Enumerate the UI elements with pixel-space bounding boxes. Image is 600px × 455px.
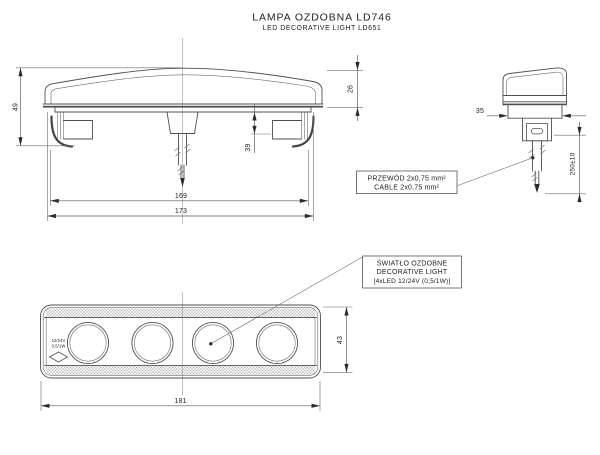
marking-voltage: 12/24V [52,338,66,343]
title-line-1: LAMPA OZDOBNA LD746 [252,12,391,24]
dimension-body-depth: 39 [245,104,271,153]
led-lens-2 [131,321,174,365]
front-lens-inner-line [50,74,316,104]
side-gasket-band [503,103,567,106]
dimension-side-width: 35 [476,108,586,118]
lamp-markings: 12/24V 0,5/1W [48,338,69,363]
side-lens-inner-line [506,71,564,96]
light-callout-box [362,255,462,289]
cable-callout-line-1: PRZEWÓD 2x0,75 mm² [368,173,447,182]
cable-leader-line [456,157,533,187]
side-lens-outline [502,67,567,96]
side-cable-tip [534,184,540,193]
cable-callout: PRZEWÓD 2x0,75 mm² CABLE 2x0,75 mm² [356,157,533,194]
light-callout-line-1: ŚWIATŁO OZDOBNE [377,258,448,267]
dim-label-43: 43 [337,336,344,344]
dimension-bottom-width: 181 [40,381,321,411]
drawing-title: LAMPA OZDOBNA LD746 LED DECORATIVE LIGHT… [252,12,391,33]
dim-label-39: 39 [245,143,252,151]
led-lens-3 [191,321,235,365]
front-left-mounting-clip [50,112,93,148]
light-callout: ŚWIATŁO OZDOBNE DECORATIVE LIGHT [4xLED … [210,255,462,345]
dimension-overall-width: 173 [47,112,314,221]
led-lens-4 [255,321,299,365]
dimension-cable-length: 250±10 [545,122,586,203]
dimension-front-height: 49 [12,67,183,147]
dim-label-35: 35 [476,108,484,115]
dimension-bottom-height: 43 [323,306,353,373]
front-right-mounting-clip [272,112,315,148]
dimension-mounting-width: 169 [49,150,309,206]
brand-logo-diamond-icon [48,351,69,363]
cable-callout-line-2: CABLE 2x0,75 mm² [374,185,440,192]
bottom-housing-inner-outline [42,307,319,376]
led-lens-1 [66,321,110,365]
dim-label-49: 49 [12,103,19,111]
side-connector-slot [531,128,543,135]
dim-label-169: 169 [175,193,187,200]
bottom-bottom-knurled-band [46,365,315,375]
bottom-view: 12/24V 0,5/1W 43 181 [40,292,353,411]
light-leader-dot [209,342,213,346]
light-leader-line [210,256,363,345]
front-cable-tip [180,178,185,187]
dim-label-26: 26 [348,85,355,93]
dim-label-181: 181 [174,398,186,405]
side-cable [528,140,546,193]
front-view: 49 26 39 169 [12,38,363,224]
light-callout-line-3: [4xLED 12/24V (0,5/1W)] [374,278,451,285]
light-callout-line-2: DECORATIVE LIGHT [377,269,448,276]
dim-label-173: 173 [175,208,187,215]
marking-power: 0,5/1W [52,344,66,349]
cable-callout-box [356,170,458,194]
front-gasket-band [43,105,323,108]
dimension-lens-height: 26 [327,55,363,121]
side-mounting-bracket [522,117,552,142]
bottom-housing-outline [40,304,321,379]
front-lens-outline [44,67,323,105]
front-cable-gland [166,111,199,187]
bottom-top-knurled-band [46,308,315,318]
side-view: 35 250±10 [476,67,586,203]
dim-label-250: 250±10 [570,152,577,175]
title-line-2: LED DECORATIVE LIGHT LD651 [263,25,382,32]
